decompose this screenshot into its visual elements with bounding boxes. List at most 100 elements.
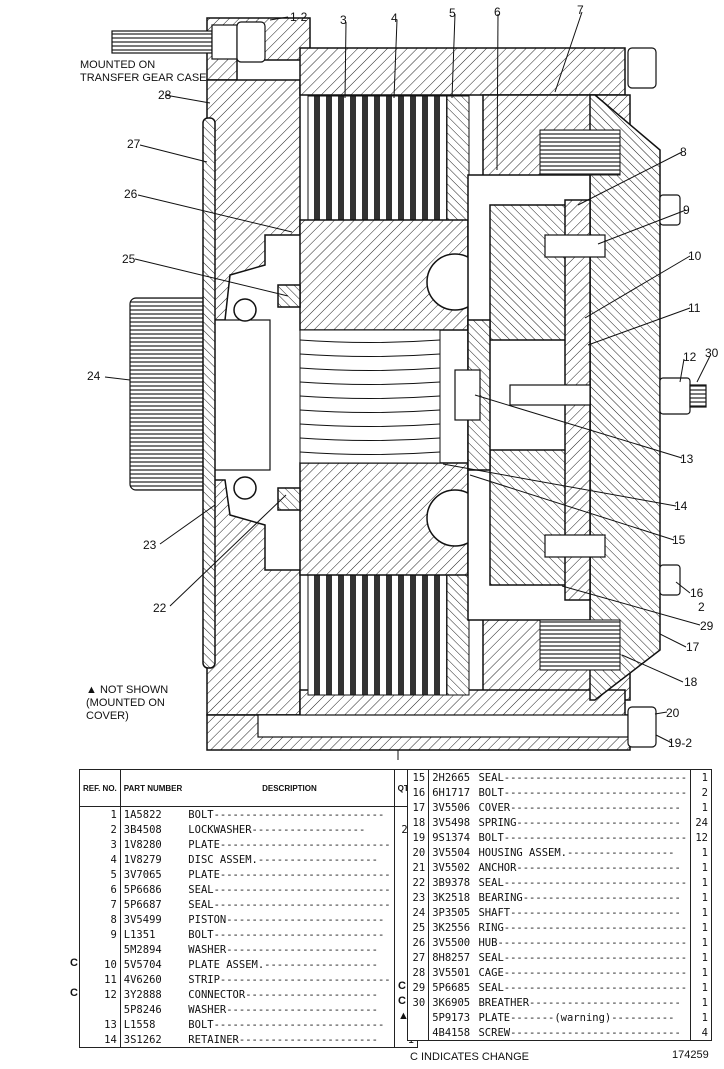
spline-groove	[299, 395, 441, 399]
callout-14: 14	[674, 499, 688, 513]
callout-7: 7	[577, 3, 584, 17]
cell-ref: 10	[79, 957, 121, 972]
cell-ref: 7	[79, 897, 121, 912]
header-part: PART NUMBER	[120, 769, 186, 807]
callout-15: 15	[672, 533, 686, 547]
callout-11: 11	[688, 301, 701, 315]
cell-desc: CONNECTOR---------------------	[185, 987, 395, 1002]
change-mark: C	[70, 987, 78, 999]
cell-desc: PLATE---------------------------	[185, 837, 395, 852]
cell-part: 1V8279	[123, 853, 162, 866]
cell-part: 3K2518	[432, 891, 471, 904]
cell-desc: HOUSING ASSEM.-----------------	[475, 845, 692, 860]
cell-ref: 26	[407, 935, 430, 950]
cell-part: 5P6686	[123, 883, 162, 896]
cell-part: 3V5506	[432, 801, 471, 814]
cell-qty: 1	[701, 891, 708, 904]
cell-ref: 2	[79, 822, 121, 837]
cell-ref: 30	[407, 995, 430, 1010]
callout-22: 22	[153, 601, 167, 615]
shaft-gear	[129, 297, 271, 491]
cell-desc: BOLT---------------------------	[185, 806, 395, 822]
cell-ref: 1	[79, 806, 121, 822]
note-line: MOUNTED ON	[80, 59, 156, 71]
cell-desc: BOLT---------------------------	[185, 927, 395, 942]
cell-qty: 1	[701, 801, 708, 814]
cell-desc: COVER---------------------------	[475, 800, 692, 815]
cell-part: L1351	[123, 928, 156, 941]
spline-groove	[299, 437, 441, 441]
spline-groove	[299, 451, 441, 455]
cell-part: 2H2665	[432, 771, 471, 784]
cell-ref: 20	[407, 845, 430, 860]
cell-qty: 1	[701, 876, 708, 889]
cell-part: 5P8246	[123, 1003, 162, 1016]
leader-lines	[104, 11, 711, 760]
callout-6: 6	[494, 5, 501, 19]
cell-qty: 1	[701, 921, 708, 934]
change-mark: ▲	[398, 1010, 409, 1022]
not-shown-note: ▲ NOT SHOWN (MOUNTED ON COVER)	[86, 684, 168, 723]
callout-28: 28	[158, 88, 172, 102]
cell-desc: BOLT-----------------------------	[475, 830, 692, 845]
cell-part: 3V5504	[432, 846, 471, 859]
spline-groove	[299, 423, 441, 427]
cell-ref: 25	[407, 920, 430, 935]
spline-groove	[299, 339, 441, 343]
springs	[539, 129, 621, 671]
change-mark: C	[398, 995, 406, 1007]
cell-qty: 1	[701, 846, 708, 859]
cell-part: 8H8257	[432, 951, 471, 964]
cell-qty: 1	[701, 906, 708, 919]
cell-qty: 1	[701, 1011, 708, 1024]
cell-ref: 18	[407, 815, 430, 830]
note-line: COVER)	[86, 710, 129, 722]
cell-part: 3K2556	[432, 921, 471, 934]
cell-desc: CAGE-----------------------------	[475, 965, 692, 980]
cell-part: 3V5501	[432, 966, 471, 979]
cell-part: 3V7065	[123, 868, 162, 881]
cell-ref: 11	[79, 972, 121, 987]
cell-desc: RING-----------------------------	[475, 920, 692, 935]
cell-desc: PLATE---------------------------	[185, 867, 395, 882]
cross-section-drawing: 1-23456789101112301314151622917182019-22…	[87, 3, 719, 760]
callout-9: 9	[683, 203, 690, 217]
cell-ref: 27	[407, 950, 430, 965]
callout-24: 24	[87, 369, 101, 383]
cell-desc: PLATE ASSEM.------------------	[185, 957, 395, 972]
callout-13: 13	[680, 452, 694, 466]
cell-ref: 3	[79, 837, 121, 852]
cell-ref	[407, 1010, 430, 1025]
cell-qty: 12	[695, 831, 708, 844]
cell-ref: 24	[407, 905, 430, 920]
callout-18: 18	[684, 675, 698, 689]
cell-desc: SCREW---------------------------	[475, 1025, 692, 1041]
spline-groove	[299, 381, 441, 385]
cell-qty: 1	[701, 936, 708, 949]
cell-desc: SEAL----------------------------	[185, 897, 395, 912]
cell-qty: 1	[701, 996, 708, 1009]
callout-20: 20	[666, 706, 680, 720]
cell-part: 6H1717	[432, 786, 471, 799]
